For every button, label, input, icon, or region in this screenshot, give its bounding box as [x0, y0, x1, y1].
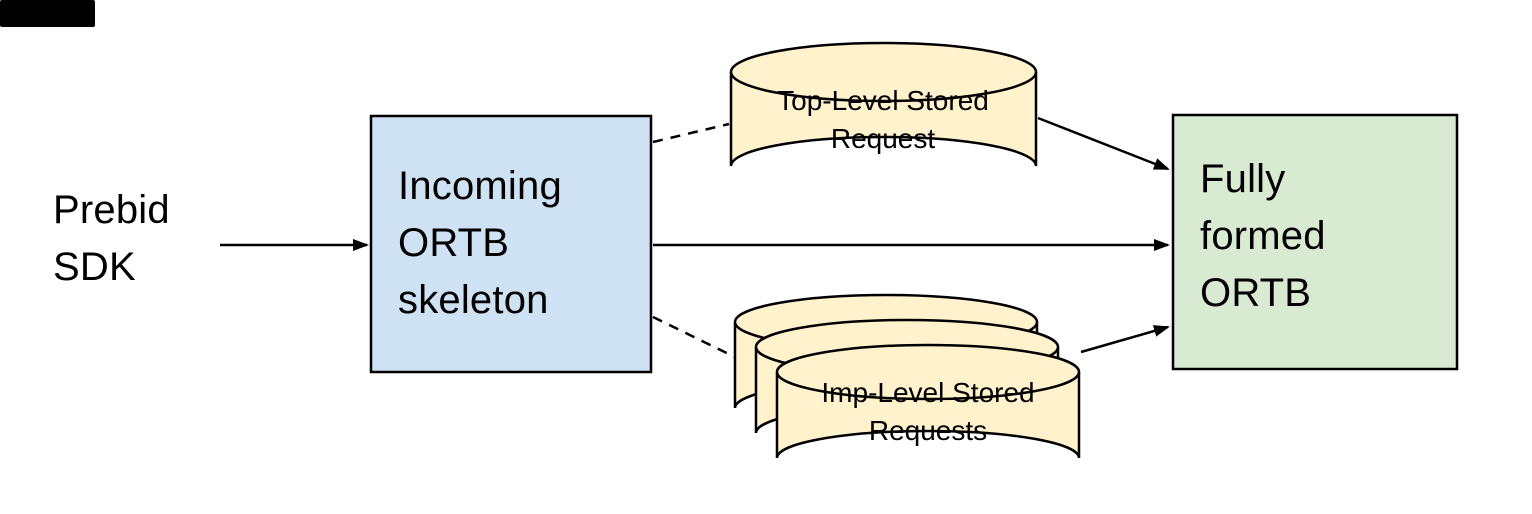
dashed-link-incoming-to-top-stored — [652, 122, 730, 144]
incoming-ortb-label: Incoming ORTB skeleton — [398, 164, 562, 322]
arrow-top-stored-to-fully-formed — [1037, 116, 1170, 171]
imp-level-stored-requests-label: Imp-Level Stored Requests — [821, 377, 1035, 446]
arrow-imp-stored-to-fully-formed — [1080, 325, 1170, 354]
imp-level-stored-requests-stack — [733, 293, 1081, 459]
cylinder-top — [729, 41, 1038, 103]
cylinder-top-front — [775, 343, 1081, 401]
incoming-ortb-box — [369, 114, 653, 374]
top-left-black-bar — [0, 0, 95, 27]
fully-formed-ortb-box — [1171, 113, 1459, 371]
top-level-stored-request-cylinder — [729, 41, 1038, 167]
top-level-stored-request-label: Top-Level Stored Request — [777, 85, 989, 154]
dashed-link-incoming-to-imp-stored — [652, 315, 742, 362]
fully-formed-ortb-label: Fully formed ORTB — [1200, 157, 1326, 315]
prebid-sdk-label: Prebid SDK — [53, 188, 170, 289]
